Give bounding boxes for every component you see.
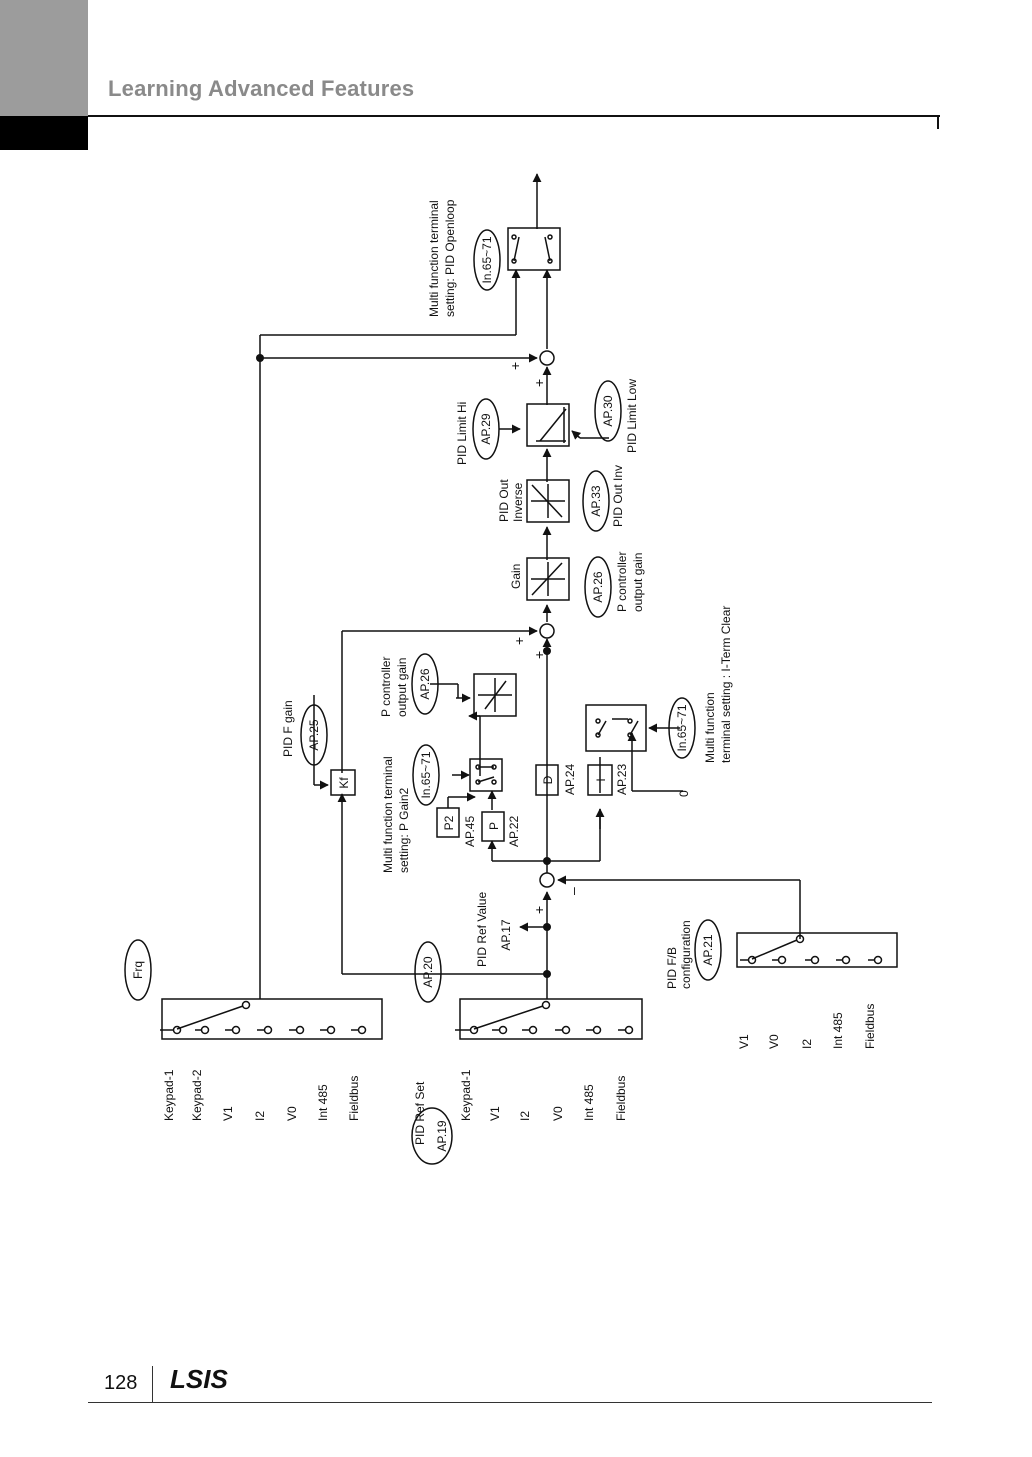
footer-separator (152, 1366, 153, 1402)
out-inverse-desc: PID Out Inv (611, 465, 625, 527)
frq-param: Frq (131, 961, 145, 979)
ref-value-label: PID Ref Value (475, 892, 489, 967)
fb-param: AP.21 (701, 934, 715, 965)
f-gain-label: PID F gain (281, 700, 295, 757)
limit-lo-param: AP.30 (601, 395, 615, 426)
frq-input-3: V1 (221, 1106, 235, 1121)
fb-input-5: Fieldbus (863, 1004, 877, 1049)
ref-set-title: PID Ref Set (413, 1081, 427, 1145)
frq-input-6: Int 485 (316, 1084, 330, 1121)
i-zero: 0 (677, 790, 691, 797)
fb-title-1: PID F/B (665, 947, 679, 989)
page-number: 128 (104, 1372, 138, 1394)
ref-input-5: Int 485 (582, 1084, 596, 1121)
chapter-tab (0, 0, 88, 116)
f-gain-param: AP.25 (307, 719, 321, 750)
sum2-plus-a: + (531, 651, 547, 659)
d-label: D (541, 775, 555, 784)
junction-dots (256, 354, 551, 978)
p-blocks (411, 653, 517, 842)
header-rule-tick (937, 115, 939, 129)
fb-input-4: Int 485 (831, 1012, 845, 1049)
limit-hi-label: PID Limit Hi (455, 402, 469, 465)
ref-input-2: V1 (488, 1106, 502, 1121)
fb-title-2: configuration (679, 920, 693, 989)
d-i-blocks (535, 697, 696, 796)
ref-input-1: Keypad-1 (459, 1069, 473, 1121)
out-inverse-param: AP.33 (589, 485, 603, 516)
p-output-gain-label-2: output gain (395, 658, 409, 717)
sum3-plus-a: + (531, 379, 547, 387)
p-output-gain-label-1: P controller (379, 657, 393, 717)
ref-value-param: AP.17 (499, 919, 513, 950)
summing-junctions (539, 350, 555, 888)
p-gain2-label-2: setting: P Gain2 (397, 788, 411, 873)
output-blocks (472, 227, 622, 618)
ref-set-param: AP.19 (435, 1120, 449, 1151)
kf-block (300, 704, 356, 796)
ref-input-6: Fieldbus (614, 1076, 628, 1121)
i-label: I (594, 778, 608, 781)
fb-input-2: V0 (767, 1034, 781, 1049)
out-inverse-label-1: PID Out (497, 479, 511, 522)
frq-selector (124, 939, 383, 1040)
sum3-plus-b: + (507, 362, 523, 370)
frq-input-2: Keypad-2 (190, 1069, 204, 1121)
logo-text: LSIS (170, 1364, 228, 1394)
ref-param: AP.20 (421, 956, 435, 987)
frq-input-5: V0 (285, 1106, 299, 1121)
i-clear-param: In.65~71 (675, 704, 689, 751)
gain-desc-2: output gain (631, 553, 645, 612)
openloop-param: In.65~71 (480, 236, 494, 283)
fb-input-1: V1 (737, 1034, 751, 1049)
gain-param: AP.26 (591, 571, 605, 602)
p-output-gain-param: AP.26 (418, 668, 432, 699)
fb-input-3: I2 (800, 1039, 814, 1049)
footer-rule (88, 1402, 932, 1403)
sum1-plus: + (531, 906, 547, 914)
signal-wires (259, 173, 801, 999)
frq-input-7: Fieldbus (347, 1076, 361, 1121)
ls-logo: LSIS (170, 1364, 228, 1394)
p2-label: P2 (442, 815, 456, 830)
p-gain2-param: In.65~71 (419, 751, 433, 798)
limit-lo-label: PID Limit Low (625, 379, 639, 453)
i-clear-label-1: Multi function (703, 692, 717, 763)
kf-label: Kf (337, 777, 351, 789)
ref-input-3: I2 (518, 1111, 532, 1121)
p-gain2-label-1: Multi function terminal (381, 756, 395, 873)
p2-param: AP.45 (463, 816, 477, 847)
fb-selector (694, 919, 898, 981)
p-param: AP.22 (507, 816, 521, 847)
ref-selector (411, 941, 643, 1165)
ref-input-4: V0 (551, 1106, 565, 1121)
sum2-plus-b: + (511, 637, 527, 645)
frq-input-1: Keypad-1 (162, 1069, 176, 1121)
d-param: AP.24 (563, 764, 577, 795)
out-inverse-label-2: Inverse (511, 482, 525, 522)
header-rule (88, 115, 940, 117)
i-param: AP.23 (615, 764, 629, 795)
gain-desc-1: P controller (615, 552, 629, 612)
page-header-title: Learning Advanced Features (108, 76, 415, 101)
chapter-tab-band (0, 116, 88, 150)
gain-label: Gain (509, 564, 523, 589)
i-clear-label-2: terminal setting : I-Term Clear (719, 606, 733, 763)
openloop-label-1: Multi function terminal (427, 200, 441, 317)
openloop-label-2: setting: PID Openloop (443, 199, 457, 317)
frq-input-4: I2 (253, 1111, 267, 1121)
limit-hi-param: AP.29 (479, 413, 493, 444)
p-label: P (487, 822, 501, 830)
sum1-minus: – (565, 887, 581, 895)
